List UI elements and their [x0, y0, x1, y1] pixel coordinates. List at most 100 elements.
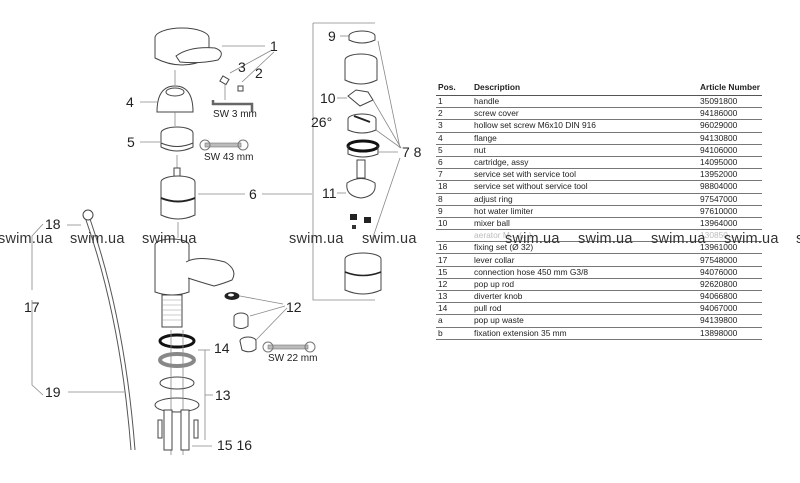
row-pos: 17	[436, 253, 472, 267]
row-pos: 12	[436, 278, 472, 292]
row-description: fixation extension 35 mm	[472, 327, 698, 340]
row-pos	[436, 229, 472, 243]
faucet-body-part	[154, 238, 235, 328]
row-article: 13964000	[698, 217, 762, 231]
row-pos: 9	[436, 205, 472, 218]
row-description: lever collar	[472, 253, 698, 267]
row-article: 13961000	[698, 241, 762, 255]
row-article: 13898000	[698, 327, 762, 340]
row-description: aerator M... (...)	[472, 229, 698, 243]
cartridge-housing-part	[344, 252, 382, 295]
row-pos: 10	[436, 217, 472, 231]
row-pos: 4	[436, 132, 472, 145]
tool-sw22-label: SW 22 mm	[268, 353, 317, 364]
row-article: 13952000	[698, 168, 762, 182]
row-pos: 13	[436, 290, 472, 304]
row-pos: 16	[436, 241, 472, 255]
row-pos: 3	[436, 119, 472, 133]
row-description: screw cover	[472, 107, 698, 121]
callout-3: 3	[238, 59, 246, 75]
adjust-ring-part	[344, 53, 378, 85]
mixer-ball-part	[346, 159, 376, 229]
handle-part	[154, 27, 222, 66]
row-pos: a	[436, 314, 472, 328]
callout-6: 6	[249, 186, 257, 202]
wrench-22-icon	[262, 341, 316, 353]
row-article: 97548000	[698, 253, 762, 267]
mixer-ball-seal-part	[347, 89, 374, 107]
row-article: 97610000	[698, 205, 762, 218]
row-pos: 6	[436, 156, 472, 170]
flange-part	[156, 85, 194, 113]
row-description: fixing set (Ø 32)	[472, 241, 698, 255]
row-description: pop up waste	[472, 314, 698, 328]
row-description: service set with service tool	[472, 168, 698, 182]
row-pos: 1	[436, 95, 472, 109]
callout-11: 11	[322, 185, 337, 201]
callout-13: 13	[215, 387, 231, 403]
row-article: 130850...	[698, 229, 762, 243]
cartridge-part	[160, 167, 196, 220]
callout-10: 10	[320, 90, 336, 106]
callout-18: 18	[45, 216, 61, 232]
nut-part	[160, 126, 194, 152]
row-description: hollow set screw M6x10 DIN 916	[472, 119, 698, 133]
row-description: nut	[472, 144, 698, 157]
row-pos: 2	[436, 107, 472, 121]
allen-key-icon	[211, 100, 254, 112]
row-article: 94186000	[698, 107, 762, 121]
row-description: handle	[472, 95, 698, 109]
callout-5: 5	[127, 134, 135, 150]
row-description: mixer ball	[472, 217, 698, 231]
row-article: 97547000	[698, 193, 762, 206]
row-article: 94066800	[698, 290, 762, 304]
callout-1: 1	[270, 38, 278, 54]
row-article: 14095000	[698, 156, 762, 170]
cap-part	[347, 113, 377, 134]
row-article: 94139800	[698, 314, 762, 328]
set-screw-part	[219, 75, 244, 92]
row-article: 96029000	[698, 119, 762, 133]
table-header-row: Pos. Description Article Number	[436, 80, 762, 96]
row-article: 98804000	[698, 180, 762, 194]
callout-9: 9	[328, 28, 336, 44]
row-article: 94067000	[698, 302, 762, 316]
row-pos: 14	[436, 302, 472, 316]
header-description: Description	[472, 80, 698, 96]
row-description: pull rod	[472, 302, 698, 316]
row-description: hot water limiter	[472, 205, 698, 218]
callout-12: 12	[286, 299, 302, 315]
table-row: aerator M... (...)130850...	[436, 229, 762, 243]
header-pos: Pos.	[436, 80, 472, 96]
tool-sw3-label: SW 3 mm	[213, 109, 257, 120]
row-article: 94076000	[698, 266, 762, 279]
row-article: 94130800	[698, 132, 762, 145]
row-description: flange	[472, 132, 698, 145]
tool-sw43-label: SW 43 mm	[204, 152, 253, 163]
row-pos: b	[436, 327, 472, 340]
callout-4: 4	[126, 94, 134, 110]
header-article: Article Number	[698, 80, 762, 96]
wrench-43-icon	[199, 139, 249, 151]
callout-19: 19	[45, 384, 61, 400]
row-pos: 15	[436, 266, 472, 279]
row-description: diverter knob	[472, 290, 698, 304]
row-pos: 8	[436, 193, 472, 206]
callout-2: 2	[255, 65, 263, 81]
seal-ring-part	[346, 139, 380, 158]
